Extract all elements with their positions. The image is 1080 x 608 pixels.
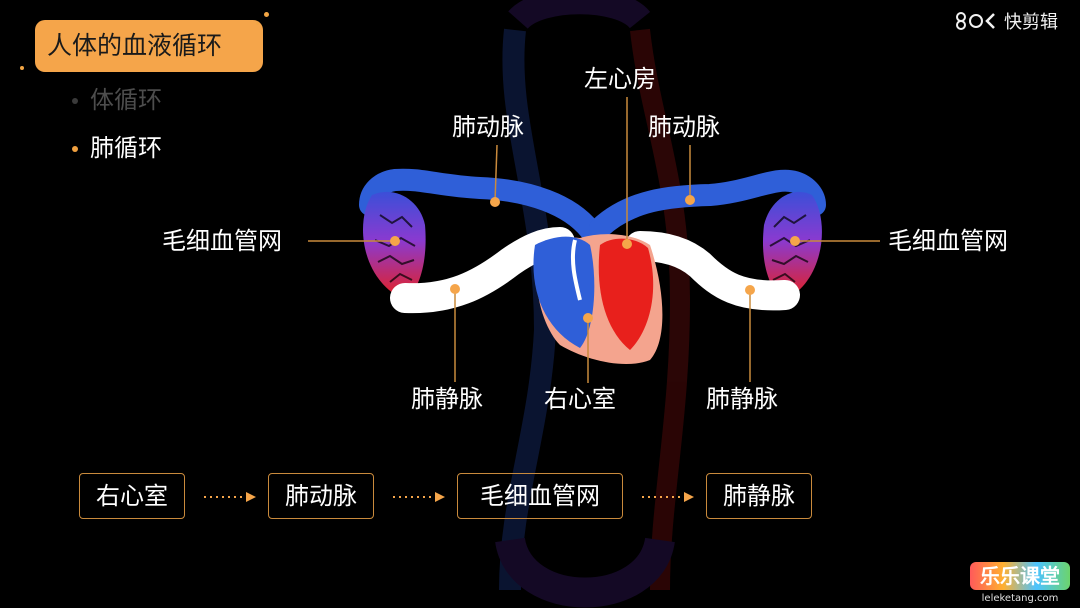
label-pulmonary-vein-right: 肺静脉 (706, 385, 778, 413)
brand-url: leleketang.com (981, 593, 1059, 604)
marker-dot-pulmonary-artery-right (685, 195, 695, 205)
pulmonary-artery-right (589, 169, 826, 239)
label-left-atrium: 左心房 (584, 65, 656, 93)
label-pulmonary-artery-left: 肺动脉 (452, 113, 524, 141)
label-pulmonary-artery-right: 肺动脉 (648, 113, 720, 141)
marker-dot-pulmonary-artery-left (490, 197, 500, 207)
pulmonary-vein-right (625, 231, 800, 311)
marker-dot-right-ventricle (583, 313, 593, 323)
dotted-arrow-right-icon (204, 492, 256, 502)
label-pulmonary-vein-left: 肺静脉 (411, 385, 483, 413)
marker-dot-capillary-left (390, 236, 400, 246)
watermark-text: 快剪辑 (1004, 12, 1058, 33)
pulmonary-artery-left (359, 168, 601, 241)
label-capillary-left: 毛细血管网 (162, 227, 282, 255)
watermark: 快剪辑 (954, 8, 1058, 34)
marker-dot-pulmonary-vein-left (450, 284, 460, 294)
kuaijianji-logo-icon (956, 12, 995, 30)
marker-dot-capillary-right (790, 236, 800, 246)
sparkle-icon (264, 12, 269, 17)
sparkle-icon (256, 22, 259, 25)
dotted-arrow-right-icon (393, 492, 445, 502)
nav-item-systemic-circulation[interactable]: 体循环 (72, 82, 162, 118)
nav-item-pulmonary-circulation[interactable]: 肺循环 (72, 130, 162, 166)
bullet-icon (72, 146, 78, 152)
flow-step-capillary-network: 毛细血管网 (457, 473, 623, 519)
marker-dot-pulmonary-vein-right (745, 285, 755, 295)
label-capillary-right: 毛细血管网 (888, 227, 1008, 255)
right-heart-chambers (533, 236, 595, 348)
brand-logo: 乐乐课堂 (970, 562, 1070, 590)
marker-dot-left-atrium (622, 239, 632, 249)
left-heart-chambers (598, 238, 654, 350)
flow-step-pulmonary-vein: 肺静脉 (706, 473, 812, 519)
dotted-arrow-right-icon (642, 492, 694, 502)
systemic-vessels-background (495, 0, 691, 608)
bullet-icon (72, 98, 78, 104)
flow-step-right-ventricle: 右心室 (79, 473, 185, 519)
nav-item-label: 肺循环 (90, 134, 162, 162)
label-right-ventricle: 右心室 (544, 385, 616, 413)
sparkle-icon (20, 66, 24, 70)
section-title-badge: 人体的血液循环 (35, 20, 263, 72)
capillary-network-right (762, 191, 822, 300)
flow-step-pulmonary-artery: 肺动脉 (268, 473, 374, 519)
nav-item-label: 体循环 (90, 86, 162, 114)
